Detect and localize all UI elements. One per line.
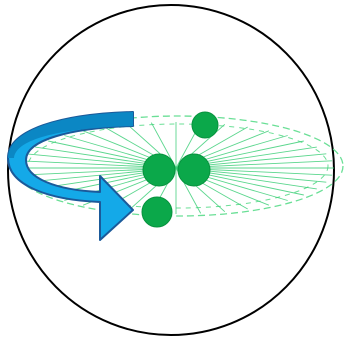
rotation-arrow <box>8 112 133 240</box>
curved-arrow-icon <box>8 112 133 240</box>
chromosome-bottom <box>142 197 172 227</box>
chromosome-center-right <box>178 154 210 186</box>
chromosomes <box>142 112 218 227</box>
chromosome-top <box>192 112 218 138</box>
chromosome-center-left <box>143 154 175 186</box>
spindle-fibers <box>18 122 334 214</box>
